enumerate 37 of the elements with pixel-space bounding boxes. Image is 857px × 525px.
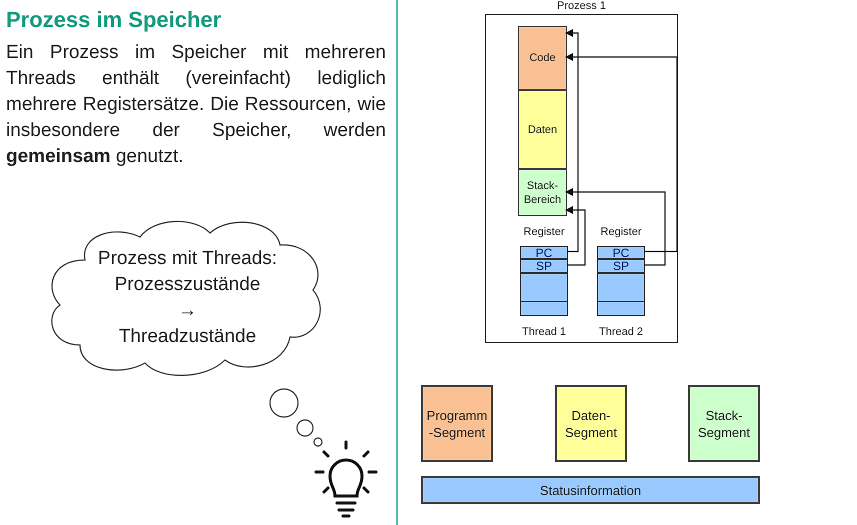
register-row — [597, 301, 645, 316]
slide-title: Prozess im Speicher — [6, 6, 222, 34]
register-row — [520, 273, 568, 302]
segment-label: Daten- Segment — [564, 406, 618, 440]
segment-label: Daten — [528, 122, 558, 136]
register-row: PC — [520, 246, 568, 259]
segment-box — [688, 385, 760, 462]
register-row — [520, 301, 568, 316]
segment-label: Stack- Bereich — [523, 178, 562, 206]
segment-box — [421, 476, 760, 504]
arrow — [565, 53, 678, 252]
register-row: SP — [597, 259, 645, 273]
cloud-text: Threadzustände — [118, 324, 256, 348]
segment-box — [518, 90, 567, 169]
segment-label: Statusinformation — [540, 482, 642, 498]
cloud-text: Prozesszustände — [114, 272, 260, 296]
thread-label: Thread 1 — [520, 325, 568, 339]
arrow — [565, 206, 586, 266]
register-row: SP — [520, 259, 568, 273]
register-label: Register — [600, 225, 642, 239]
register-row: PC — [597, 246, 645, 259]
register-label: Register — [522, 225, 566, 239]
segment-box — [555, 385, 627, 462]
thread-label: Thread 2 — [598, 325, 644, 339]
cloud-text: → — [178, 298, 197, 322]
segment-box — [518, 26, 567, 90]
register-row — [597, 273, 645, 302]
arrow — [565, 29, 579, 252]
description-paragraph: Ein Prozess im Speicher mit mehreren Threads enthält (vereinfacht) lediglich mehrere Registersätze. Die Ressourcen, wie insbesondere der Speicher, werden gemeinsam genutzt. — [6, 41, 386, 169]
segment-box — [421, 385, 493, 462]
box-heading: Prozess 1 — [556, 0, 607, 12]
segment-label: Programm -Segment — [426, 406, 488, 440]
segment-label: Code — [529, 51, 556, 65]
segment-label: Stack- Segment — [696, 406, 752, 440]
cloud-text: Prozess mit Threads: — [98, 246, 278, 270]
segment-box — [518, 169, 567, 216]
arrow — [565, 188, 666, 266]
